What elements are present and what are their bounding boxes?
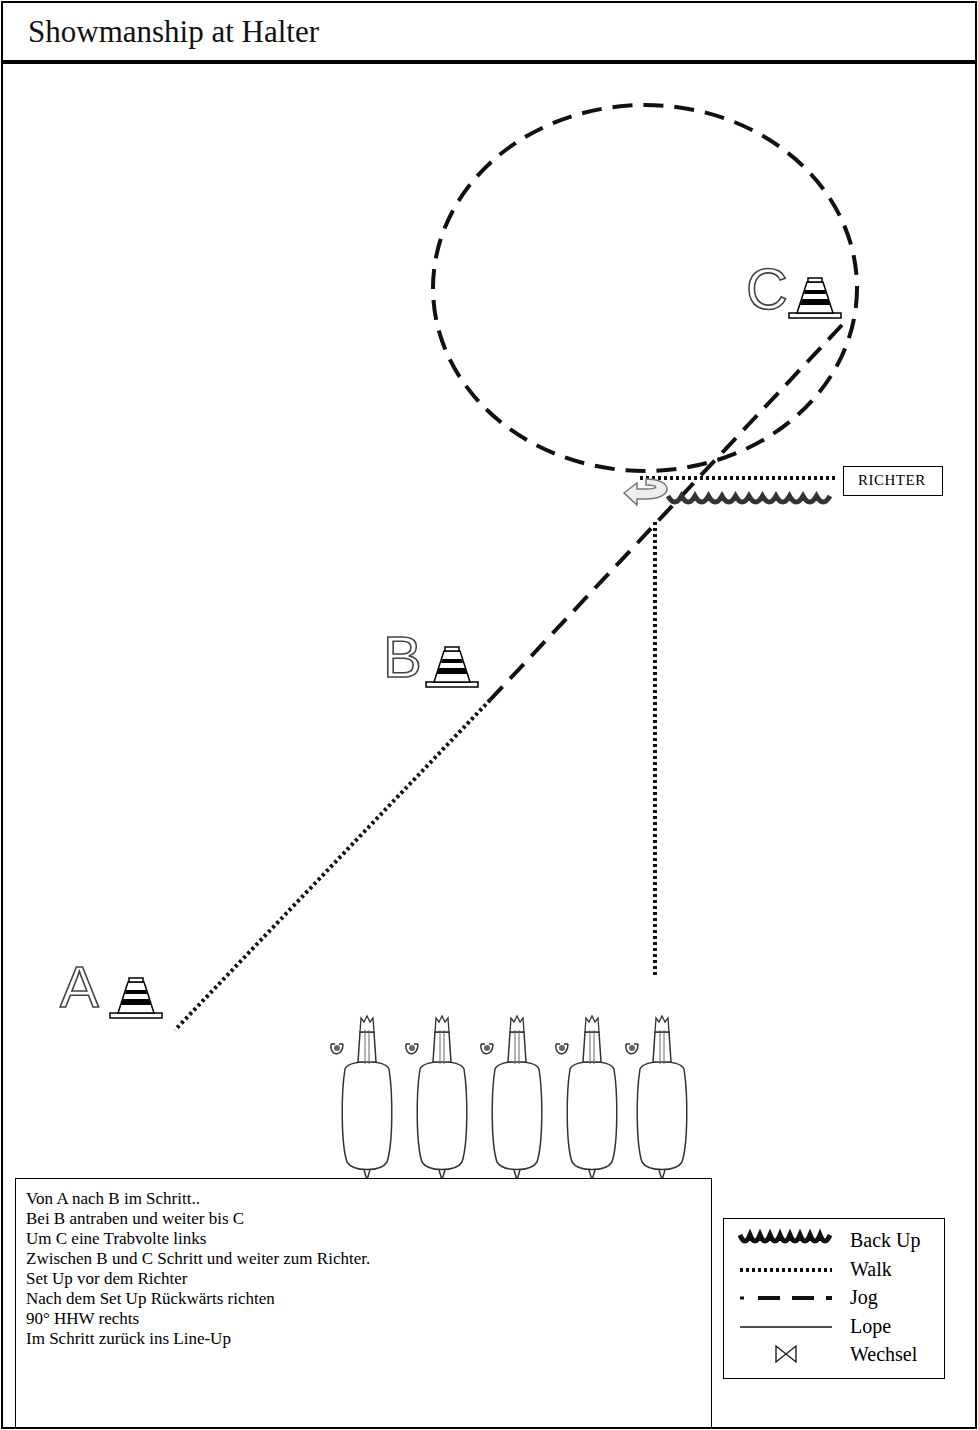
legend-text: Back Up (850, 1228, 921, 1252)
legend-row: Wechsel (724, 1341, 944, 1367)
legend-text: Walk (850, 1257, 892, 1281)
box-text: 90° HHW rechts (26, 1309, 701, 1329)
backup-line (668, 496, 830, 502)
box-text: Um C eine Trabvolte links (26, 1229, 701, 1249)
horse-figure (331, 1016, 392, 1180)
legend-sample (738, 1284, 834, 1310)
turn-arrow (624, 479, 667, 505)
cone-letter: C (746, 260, 788, 318)
header-rule (2, 60, 976, 64)
legend-row: Back Up (724, 1227, 944, 1253)
legend-box: Back Up WalkJogLopeWechsel (723, 1218, 945, 1379)
cone (110, 978, 162, 1018)
legend-sample (738, 1227, 834, 1253)
instruction-box: Von A nach B im Schritt..Bei B antraben … (15, 1178, 712, 1428)
box-text: Bei B antraben und weiter bis C (26, 1209, 701, 1229)
judge-box: RICHTER (843, 466, 943, 496)
legend-text: Lope (850, 1314, 891, 1338)
cone-letter: A (60, 958, 99, 1016)
horse-figure (481, 1016, 542, 1180)
legend-sample (738, 1256, 834, 1282)
horse-figure (406, 1016, 467, 1180)
cone-letter: B (383, 628, 422, 686)
legend-sample (738, 1341, 834, 1367)
walk-line (640, 476, 836, 480)
legend-row: Walk (724, 1256, 944, 1282)
box-text: Von A nach B im Schritt.. (26, 1189, 701, 1209)
legend-row: Jog (724, 1284, 944, 1310)
cone (426, 647, 478, 687)
box-text: Nach dem Set Up Rückwärts richten (26, 1289, 701, 1309)
legend-sample (738, 1313, 834, 1339)
jog-line (490, 325, 842, 700)
title-text: Showmanship at Halter (28, 12, 319, 52)
box-text: Zwischen B und C Schritt und weiter zum … (26, 1249, 701, 1269)
box-text: RICHTER (858, 471, 928, 489)
legend-text: Wechsel (850, 1342, 917, 1366)
horse-figure (626, 1016, 687, 1180)
legend-text: Jog (850, 1285, 878, 1309)
box-text: Im Schritt zurück ins Line-Up (26, 1329, 701, 1349)
walk-line (653, 522, 657, 975)
walk-line (175, 700, 490, 1030)
horse-figure (556, 1016, 617, 1180)
cone (789, 278, 841, 318)
jog-circle (433, 105, 857, 471)
legend-row: Lope (724, 1313, 944, 1339)
box-text: Set Up vor dem Richter (26, 1269, 701, 1289)
